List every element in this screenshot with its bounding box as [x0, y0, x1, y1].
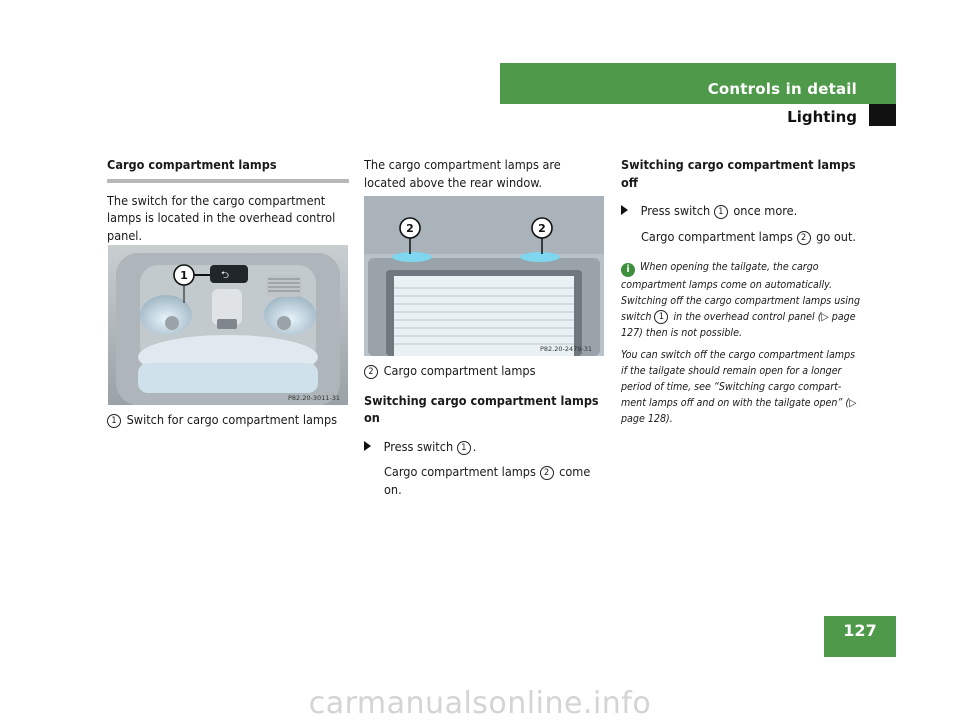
intro-paragraph: The switch for the cargo compartment lam… — [107, 192, 336, 243]
caption-1: 1 Switch for cargo compartment lamps — [107, 411, 349, 429]
callout-circle-b — [531, 217, 553, 239]
section-heading: Cargo compartment lamps — [107, 157, 277, 172]
svg-text:⮌: ⮌ — [221, 270, 229, 281]
step-press-switch: Press switch 1. — [364, 438, 606, 456]
caption-2: 2 Cargo compartment lamps — [364, 362, 606, 380]
subheading-off: Switching cargo compartment lamps off — [621, 157, 856, 190]
result-off: Cargo compartment lamps 2 go out. — [621, 228, 861, 246]
step-press-switch-again: Press switch 1 once more. — [621, 202, 861, 220]
callout-circle — [173, 264, 195, 286]
step-text-end: once more. — [733, 203, 798, 218]
info-icon: i — [621, 263, 635, 277]
callout-label-b: 2 — [538, 222, 546, 235]
overhead-panel-figure: ⮌ 1 P82.20-3011-31 — [108, 245, 348, 405]
column-3: Switching cargo compartment lamps off Pr… — [621, 156, 861, 427]
note-number: 1 — [654, 310, 669, 324]
subsection-title: Lighting — [787, 108, 857, 126]
column-2-body: 2 Cargo compartment lamps Switching carg… — [364, 362, 606, 498]
section-tab-marker — [869, 104, 896, 126]
result-text-end: come on. — [384, 464, 591, 497]
column-2-intro: The cargo compartment lamps are located … — [364, 156, 606, 191]
caption-number: 2 — [364, 365, 378, 379]
overhead-panel-image: ⮌ 1 P82.20-3011-31 — [108, 245, 348, 405]
heading-rule — [107, 178, 349, 183]
figure-code: P82.20-3011-31 — [288, 394, 340, 402]
rear-window-image: 2 2 P82.20-2479-31 — [364, 196, 604, 356]
figure-code: P82.20-2479-31 — [540, 345, 592, 353]
step-text-end: . — [472, 438, 477, 454]
callout-label: 1 — [180, 269, 188, 282]
caption-text: Cargo compartment lamps — [383, 363, 536, 378]
note-text-end: in the overhead control panel (▷ page 12… — [621, 311, 856, 339]
caption-text: Switch for cargo compartment lamps — [126, 412, 338, 427]
result-number: 2 — [539, 466, 554, 480]
result-text: Cargo compartment lamps — [641, 228, 793, 244]
note-paragraph-2: You can switch off the cargo compartment… — [621, 349, 857, 425]
column-2-intro-text: The cargo compartment lamps are located … — [364, 157, 561, 190]
bullet-arrow-icon — [621, 205, 628, 215]
result-number: 2 — [796, 230, 811, 245]
watermark: carmanualsonline.info — [308, 686, 652, 721]
header-band — [500, 63, 896, 104]
callout-circle-a — [399, 217, 421, 239]
result-text-end: go out. — [816, 228, 856, 244]
page-number-box — [824, 616, 896, 657]
callout-label-a: 2 — [406, 222, 414, 235]
subheading-on: Switching cargo compartment lamps on — [364, 392, 599, 426]
result-text: Cargo compartment lamps — [384, 464, 536, 479]
step-number: 1 — [713, 205, 728, 219]
page-number: 127 — [843, 621, 877, 640]
section-title: Controls in detail — [707, 80, 857, 98]
caption-number: 1 — [107, 414, 121, 428]
rear-window-figure: 2 2 P82.20-2479-31 — [364, 196, 604, 356]
step-text: Press switch — [383, 438, 454, 454]
result-on: Cargo compartment lamps 2 come on. — [364, 463, 606, 498]
note-text: When opening the tailgate, the cargo com… — [621, 261, 861, 323]
bullet-arrow-icon — [364, 440, 371, 451]
column-1: Cargo compartment lamps The switch for t… — [107, 156, 349, 244]
step-text: Press switch — [640, 203, 711, 218]
step-number: 1 — [456, 440, 471, 455]
